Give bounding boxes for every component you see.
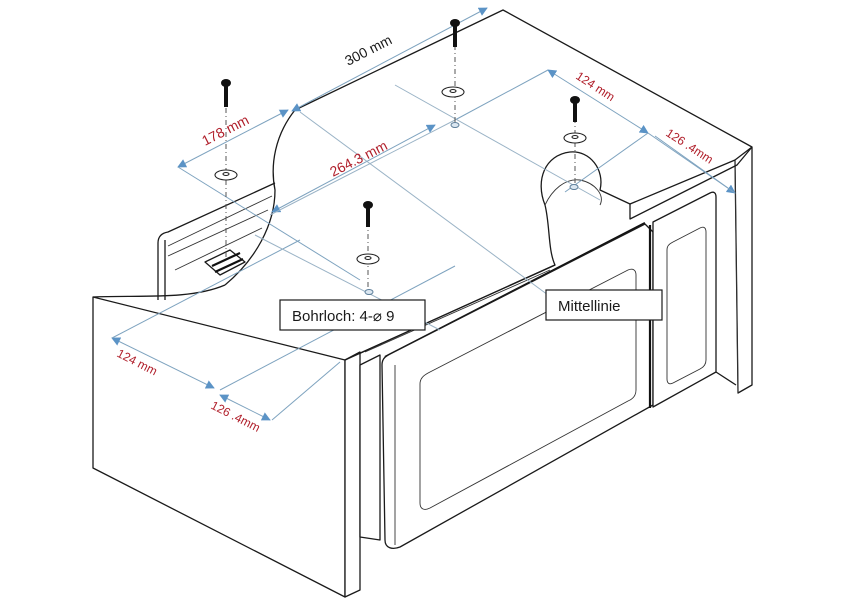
screw-front-center-assembly: [356, 201, 380, 295]
screw-icon: [221, 79, 231, 107]
dim-line-126-top-ext: [647, 132, 736, 194]
microwave-rail-line-2: [167, 209, 269, 257]
cabinet-top-peel-curve: [224, 109, 296, 286]
cabinet-top-right-front-edge: [629, 159, 736, 205]
control-panel-display: [666, 226, 707, 385]
ext-line-top-2: [564, 132, 649, 193]
ext-line-top-1: [454, 69, 549, 121]
ext-line-left-3: [271, 361, 341, 421]
callout-center-line-text: Mittellinie: [558, 298, 621, 315]
cabinet-left-panel-edge: [344, 351, 361, 598]
callout-drill-hole-box: [279, 299, 426, 331]
microwave-rail-line-3: [174, 227, 263, 271]
callout-drill-hole-text: Bohrloch: 4-⌀ 9: [292, 308, 394, 325]
label-124mm-top: 124 mm: [573, 69, 617, 104]
callout-center-line: Mittellinie: [545, 289, 663, 321]
center-line: [299, 111, 549, 296]
callout-drill-hole: Bohrloch: 4-⌀ 9: [279, 299, 426, 331]
screw-icon: [363, 201, 373, 227]
cabinet-top-back-edge: [294, 9, 753, 148]
label-178mm: 178 mm: [199, 111, 251, 148]
dimensions: [111, 7, 736, 421]
cutout-inner-curve: [544, 179, 602, 206]
microwave-body-side: [359, 354, 381, 541]
fasteners: [214, 19, 587, 295]
cabinet-right-wall-inner: [734, 159, 739, 394]
drill-hole-icon: [364, 289, 374, 295]
left-panel-top-curve: [92, 284, 226, 298]
microwave-top-edge-left: [364, 269, 551, 353]
cabinet-right-front-lip: [629, 146, 753, 220]
drill-hole-icon: [569, 184, 579, 190]
dim-line-124-bottom: [111, 337, 215, 389]
dim-ext-178: [177, 166, 361, 281]
hole-crossline-rear: [269, 119, 456, 216]
screw-front-right-assembly: [563, 96, 587, 190]
dim-line-124-top: [547, 69, 649, 134]
left-panel-top-edge: [344, 264, 556, 361]
microwave-bracket-slot-2: [214, 258, 244, 273]
dim-line-264: [271, 124, 436, 213]
hole-crossline-right: [394, 84, 601, 201]
dim-line-126-bottom: [219, 394, 271, 421]
microwave-top-rail: [157, 182, 276, 244]
ext-line-left-1: [111, 239, 301, 339]
door-window: [419, 268, 637, 510]
control-panel-bottom: [715, 371, 737, 386]
screw-rear-left-assembly: [214, 79, 238, 260]
cabinet-top-front-edge: [344, 151, 631, 361]
screw-icon: [450, 19, 460, 47]
dim-line-178: [177, 109, 289, 168]
microwave-bracket: [204, 249, 246, 276]
callout-center-line-box: [545, 289, 663, 321]
label-300mm: 300 mm: [342, 31, 394, 68]
microwave-rail-line-1: [167, 195, 273, 247]
cabinet-left-panel: [92, 296, 346, 598]
drill-hole-icon: [450, 122, 460, 128]
microwave-bracket-slot: [211, 252, 241, 267]
screw-icon: [570, 96, 580, 122]
screw-rear-right-assembly: [441, 19, 465, 128]
